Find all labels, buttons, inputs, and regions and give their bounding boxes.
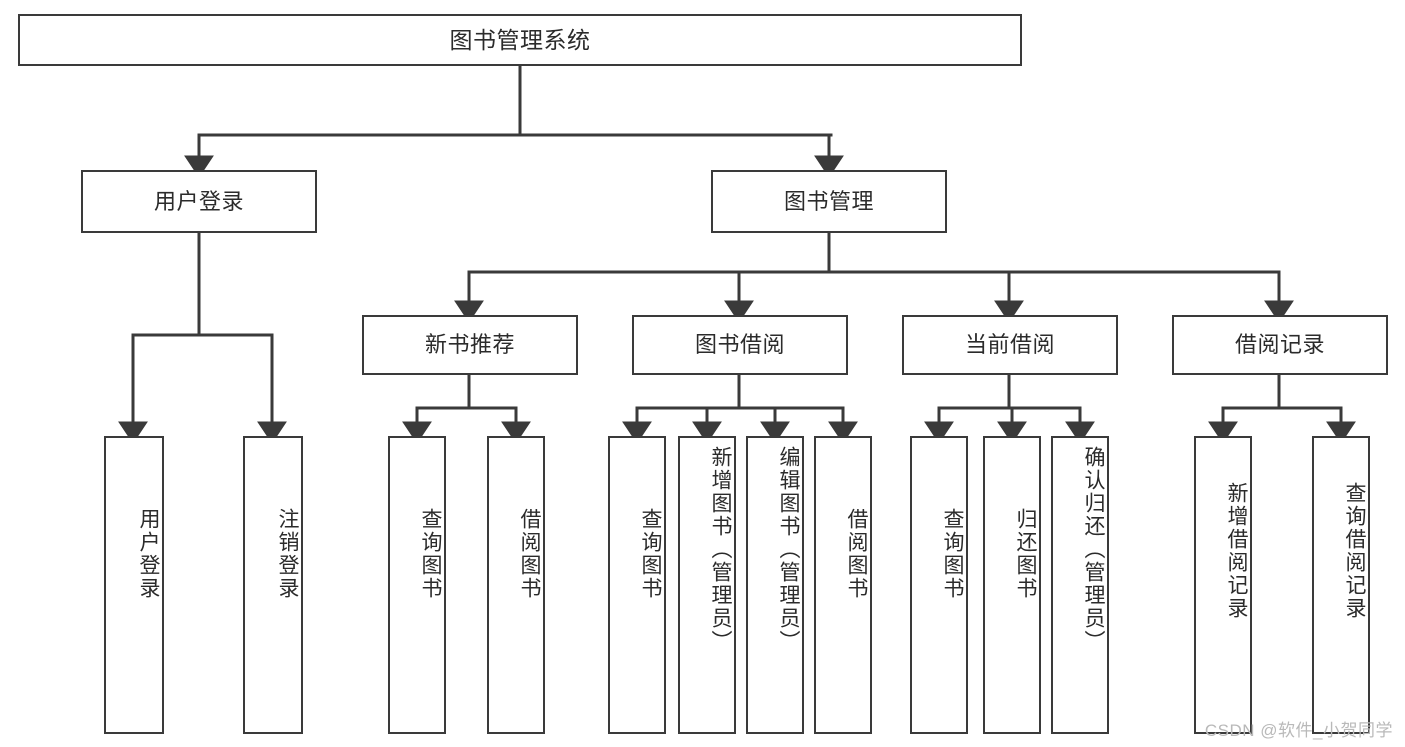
node-leaf-query-book-1[interactable]: 查询图书 <box>388 436 446 734</box>
node-leaf-edit-book[interactable]: 编辑图书（管理员） <box>746 436 804 734</box>
node-borrow-record-label: 借阅记录 <box>1234 332 1325 358</box>
node-root-label: 图书管理系统 <box>449 26 591 53</box>
node-leaf-query-book-2[interactable]: 查询图书 <box>608 436 666 734</box>
node-current-borrow[interactable]: 当前借阅 <box>902 315 1118 375</box>
node-borrow-record[interactable]: 借阅记录 <box>1172 315 1388 375</box>
node-root[interactable]: 图书管理系统 <box>18 14 1022 66</box>
node-leaf-query-book-3[interactable]: 查询图书 <box>910 436 968 734</box>
node-leaf-add-record-label: 新增借阅记录 <box>1225 482 1248 620</box>
node-leaf-query-book-2-label: 查询图书 <box>639 508 662 600</box>
node-leaf-query-record[interactable]: 查询借阅记录 <box>1312 436 1370 734</box>
node-leaf-return-book[interactable]: 归还图书 <box>983 436 1041 734</box>
node-leaf-borrow-book-2[interactable]: 借阅图书 <box>814 436 872 734</box>
node-user-login-label: 用户登录 <box>153 188 244 214</box>
node-leaf-logout[interactable]: 注销登录 <box>243 436 303 734</box>
node-user-login[interactable]: 用户登录 <box>81 170 317 233</box>
node-book-manage-label: 图书管理 <box>783 188 874 214</box>
node-leaf-query-book-1-label: 查询图书 <box>419 508 442 600</box>
node-leaf-query-record-label: 查询借阅记录 <box>1343 482 1366 620</box>
node-leaf-add-record[interactable]: 新增借阅记录 <box>1194 436 1252 734</box>
node-leaf-add-book-label: 新增图书（管理员） <box>709 446 732 653</box>
node-leaf-user-login-label: 用户登录 <box>137 508 160 600</box>
node-new-book-recommend[interactable]: 新书推荐 <box>362 315 578 375</box>
node-leaf-user-login[interactable]: 用户登录 <box>104 436 164 734</box>
node-book-manage[interactable]: 图书管理 <box>711 170 947 233</box>
node-book-borrow[interactable]: 图书借阅 <box>632 315 848 375</box>
node-leaf-confirm-return-label: 确认归还（管理员） <box>1082 446 1105 653</box>
node-leaf-borrow-book-1-label: 借阅图书 <box>518 508 541 600</box>
node-leaf-borrow-book-1[interactable]: 借阅图书 <box>487 436 545 734</box>
node-new-book-recommend-label: 新书推荐 <box>424 332 515 358</box>
node-book-borrow-label: 图书借阅 <box>694 332 785 358</box>
node-leaf-return-book-label: 归还图书 <box>1014 508 1037 600</box>
node-leaf-borrow-book-2-label: 借阅图书 <box>845 508 868 600</box>
node-current-borrow-label: 当前借阅 <box>964 332 1055 358</box>
node-leaf-query-book-3-label: 查询图书 <box>941 508 964 600</box>
csdn-watermark: CSDN @软件_小贺同学 <box>1204 721 1393 740</box>
node-leaf-add-book[interactable]: 新增图书（管理员） <box>678 436 736 734</box>
node-leaf-logout-label: 注销登录 <box>276 508 299 600</box>
node-leaf-confirm-return[interactable]: 确认归还（管理员） <box>1051 436 1109 734</box>
node-leaf-edit-book-label: 编辑图书（管理员） <box>777 446 800 653</box>
